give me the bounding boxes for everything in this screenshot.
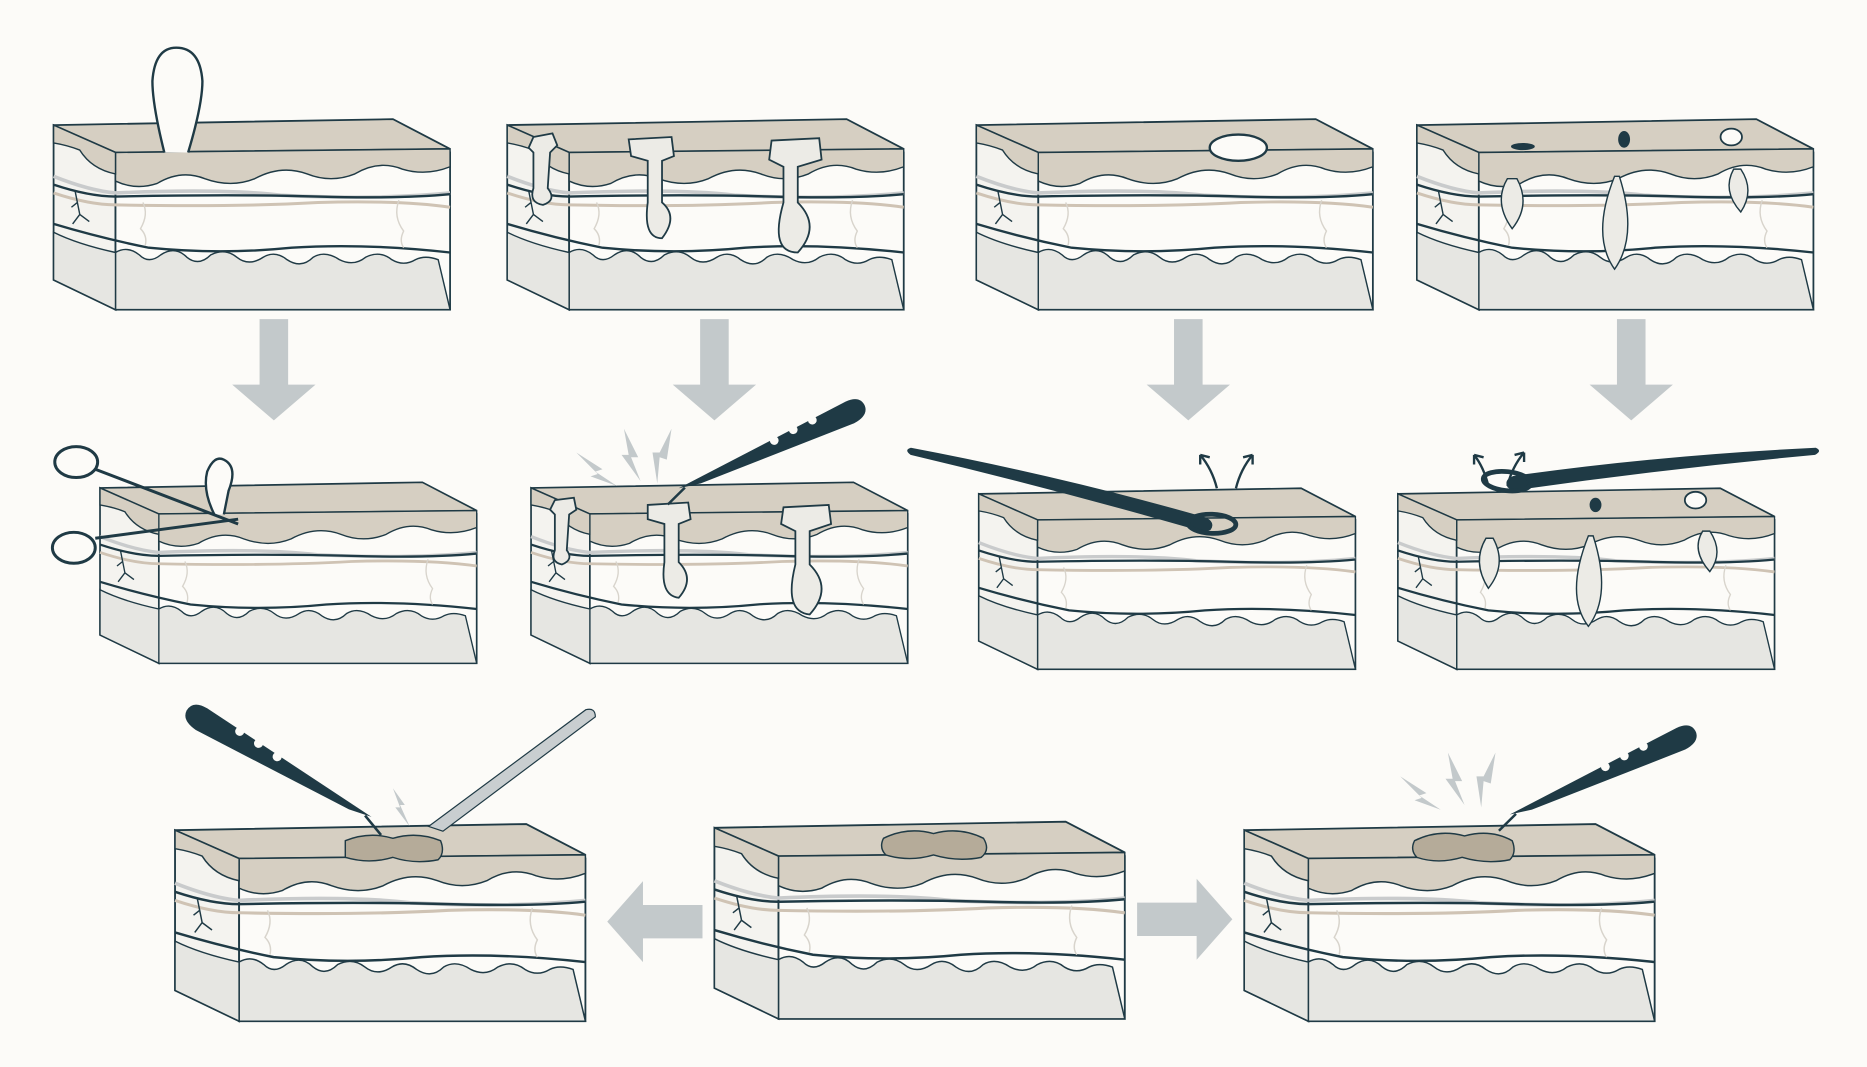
panel-cautery-and-forceps (167, 701, 596, 1024)
vapor-arrows-icon (1199, 453, 1254, 489)
panel-electrocautery (529, 396, 910, 665)
skin-tag-shape (151, 46, 204, 153)
panel-shave-removal (905, 448, 1358, 671)
panel-pigmented-lesion (712, 819, 1127, 1021)
panel-flat-lesion (974, 117, 1375, 312)
flat-lesion-shape (1208, 133, 1269, 163)
panel-cautery (1242, 723, 1706, 1024)
panel-raised-lesions (505, 117, 906, 312)
panel-skin-tag (51, 46, 452, 312)
panel-scissor-excision (50, 445, 479, 665)
forceps-icon (427, 708, 596, 832)
panel-cysts (1415, 117, 1816, 312)
arrow-left (607, 881, 703, 963)
arrow-right (1137, 878, 1233, 960)
pigmented-lesion-shape (880, 830, 988, 860)
vapor-arrows-icon (1472, 451, 1526, 487)
scissors-icon (50, 445, 239, 565)
panel-curette-removal (1396, 414, 1819, 671)
